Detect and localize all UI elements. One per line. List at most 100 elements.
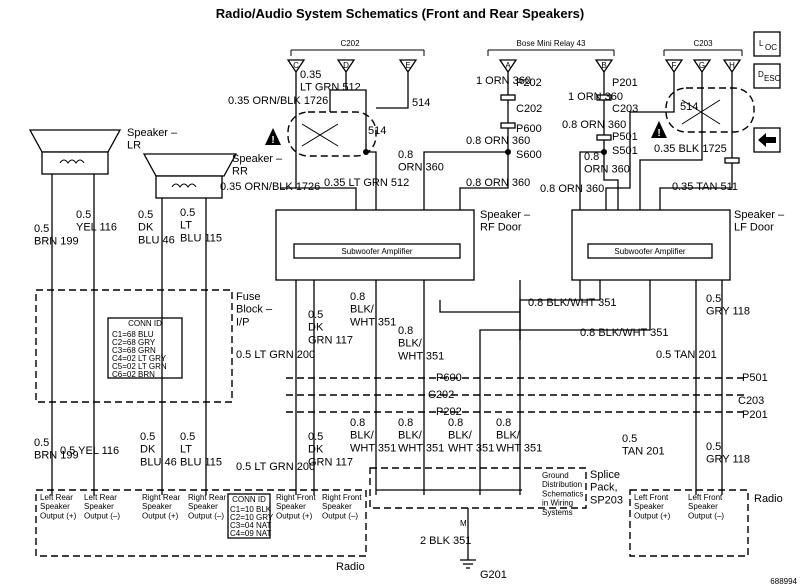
wire-label: 0.5 YEL 116 xyxy=(60,445,119,457)
radio-label: Radio xyxy=(336,561,365,573)
wire-label: 514 xyxy=(680,101,698,113)
svg-text:H: H xyxy=(729,61,735,70)
svg-text:D: D xyxy=(343,61,349,70)
wire-label: 0.8 ORN 360 xyxy=(466,177,530,189)
svg-text:C4=02 LT GRY: C4=02 LT GRY xyxy=(112,354,167,363)
ground-icon xyxy=(460,559,476,569)
svg-text:C3=04 NAT: C3=04 NAT xyxy=(230,521,272,530)
svg-text:E: E xyxy=(405,61,410,70)
c202-label: C202 xyxy=(340,39,360,48)
wire-label: 0.8 ORN 360 xyxy=(540,183,604,195)
connector-label: C203 xyxy=(738,395,764,407)
svg-text:C5=02 LT GRN: C5=02 LT GRN xyxy=(112,362,167,371)
svg-text:C2=68 GRY: C2=68 GRY xyxy=(112,338,156,347)
diagram-title: Radio/Audio System Schematics (Front and… xyxy=(216,6,584,21)
svg-text:C1=68 BLU: C1=68 BLU xyxy=(112,330,154,339)
connector-label: P600 xyxy=(516,123,542,135)
connector-label: C202 xyxy=(516,103,542,115)
svg-text:C6=02 BRN: C6=02 BRN xyxy=(112,370,155,379)
connector-label: P501 xyxy=(612,131,638,143)
wire-label: 0.8 BLK/WHT 351 xyxy=(528,297,616,309)
speaker-lf-door: Subwoofer Amplifier Speaker –LF Door xyxy=(571,209,785,281)
wire-label: 0.8 BLK/WHT 351 xyxy=(580,327,668,339)
svg-text:C2=10 GRY: C2=10 GRY xyxy=(230,513,274,522)
svg-text:C3=68 GRN: C3=68 GRN xyxy=(112,346,156,355)
connector-label: P201 xyxy=(612,77,638,89)
radio-right: Radio xyxy=(629,489,783,557)
speaker-lf-label: Speaker –LF Door xyxy=(734,209,785,234)
ground-label: G201 xyxy=(480,569,507,581)
wire-label: 0.35 LT GRN 512 xyxy=(324,177,409,189)
speaker-rr-label: Speaker –RR xyxy=(232,153,283,178)
svg-text:Subwoofer Amplifier: Subwoofer Amplifier xyxy=(614,247,685,256)
warning-icon: ! xyxy=(651,121,667,139)
svg-text:G: G xyxy=(699,61,705,70)
svg-text:D: D xyxy=(758,70,764,79)
radio-label: Radio xyxy=(754,493,783,505)
svg-text:F: F xyxy=(672,61,677,70)
wire-label: 0.35 ORN/BLK 1726 xyxy=(228,95,328,107)
connector-label: P600 xyxy=(436,372,462,384)
connector-label: S600 xyxy=(516,149,542,161)
connector-label: P201 xyxy=(742,409,768,421)
svg-text:L: L xyxy=(759,39,764,48)
inline-connector-row xyxy=(286,377,745,413)
wire-label: 514 xyxy=(368,125,386,137)
left-arrow-icon[interactable] xyxy=(753,127,781,153)
warning-icon: ! xyxy=(265,128,281,146)
twisted-pair-shield xyxy=(287,111,377,157)
wire-label: 0.5 LT GRN 200 xyxy=(236,349,315,361)
wire-label: 514 xyxy=(412,97,430,109)
speaker-rf-door: Subwoofer Amplifier Speaker –RF Door xyxy=(275,209,531,281)
reference-id: 688994 xyxy=(770,577,797,586)
ground-wire-label: 2 BLK 351 xyxy=(420,535,471,547)
wire-label: 0.35 BLK 1725 xyxy=(654,143,727,155)
connector-label: P202 xyxy=(436,406,462,418)
twisted-pair-shield xyxy=(665,87,755,133)
connector-label: C202 xyxy=(428,389,454,401)
radio-left: Radio CONN ID C1=10 BLK C2=10 GRY C3=04 … xyxy=(35,489,367,573)
c203-connector: C203 F G H xyxy=(663,39,743,74)
svg-text:M: M xyxy=(460,519,467,528)
svg-text:!: ! xyxy=(657,128,660,139)
c202-connector: C202 C D E xyxy=(286,39,425,74)
wire-label: 0.5 LT GRN 200 xyxy=(236,461,315,473)
connector-label: S501 xyxy=(612,145,638,157)
connector-label: P202 xyxy=(516,77,542,89)
wire-label: 0.35 TAN 511 xyxy=(672,181,738,193)
svg-text:OC: OC xyxy=(765,43,777,52)
wire-label: 0.35 ORN/BLK 1726 xyxy=(220,181,320,193)
svg-text:!: ! xyxy=(271,135,274,146)
svg-text:C1=10 BLK: C1=10 BLK xyxy=(230,505,272,514)
wire-label: 1 ORN 360 xyxy=(568,91,623,103)
speaker-rr: Speaker –RR xyxy=(142,153,283,199)
speaker-rf-label: Speaker –RF Door xyxy=(480,209,531,234)
wire-label: 0.5 TAN 201 xyxy=(656,349,717,361)
